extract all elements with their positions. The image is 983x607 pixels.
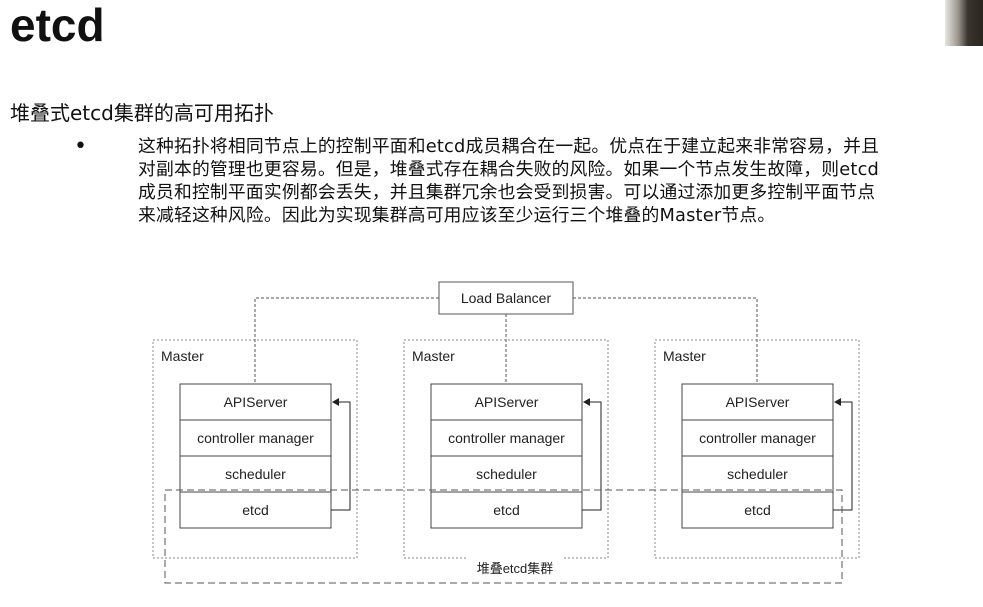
scheduler-label: scheduler <box>727 466 788 482</box>
bullet-paragraph: 这种拓扑将相同节点上的控制平面和etcd成员耦合在一起。优点在于建立起来非常容易… <box>138 135 983 227</box>
controller-manager-label: controller manager <box>699 430 816 446</box>
master-node-1: Master APIServer controller manager sche… <box>152 339 358 559</box>
etcd-to-apiserver-arrow <box>331 398 351 511</box>
master-label: Master <box>412 348 455 364</box>
paragraph-line: 这种拓扑将相同节点上的控制平面和etcd成员耦合在一起。优点在于建立起来非常容易… <box>138 136 880 157</box>
master-node-3: Master APIServer controller manager sche… <box>654 339 860 559</box>
etcd-label: etcd <box>744 502 770 518</box>
bullet-marker: • <box>74 134 87 159</box>
master-label: Master <box>161 348 204 364</box>
etcd-label: etcd <box>493 502 519 518</box>
apiserver-label: APIServer <box>475 394 539 410</box>
etcd-label: etcd <box>242 502 268 518</box>
etcd-to-apiserver-arrow <box>833 398 853 511</box>
load-balancer-label: Load Balancer <box>461 290 552 306</box>
etcd-cluster-label: 堆叠etcd集群 <box>477 561 554 576</box>
presenter-video-thumbnail <box>945 0 983 46</box>
master-label: Master <box>663 348 706 364</box>
paragraph-line: 对副本的管理也更容易。但是，堆叠式存在耦合失败的风险。如果一个节点发生故障，则e… <box>138 159 880 180</box>
paragraph-line: 来减轻这种风险。因此为实现集群高可用应该至少运行三个堆叠的Master节点。 <box>138 205 776 226</box>
controller-manager-label: controller manager <box>197 430 314 446</box>
etcd-to-apiserver-arrow <box>582 398 602 511</box>
master-node-2: Master APIServer controller manager sche… <box>403 339 609 559</box>
load-balancer-links <box>254 297 758 384</box>
controller-manager-label: controller manager <box>448 430 565 446</box>
paragraph-line: 成员和控制平面实例都会丢失，并且集群冗余也会受到损害。可以通过添加更多控制平面节… <box>138 182 876 203</box>
apiserver-label: APIServer <box>224 394 288 410</box>
apiserver-label: APIServer <box>726 394 790 410</box>
scheduler-label: scheduler <box>476 466 537 482</box>
slide-subtitle: 堆叠式etcd集群的高可用拓扑 <box>10 101 274 125</box>
slide-title: etcd <box>10 0 105 51</box>
scheduler-label: scheduler <box>225 466 286 482</box>
